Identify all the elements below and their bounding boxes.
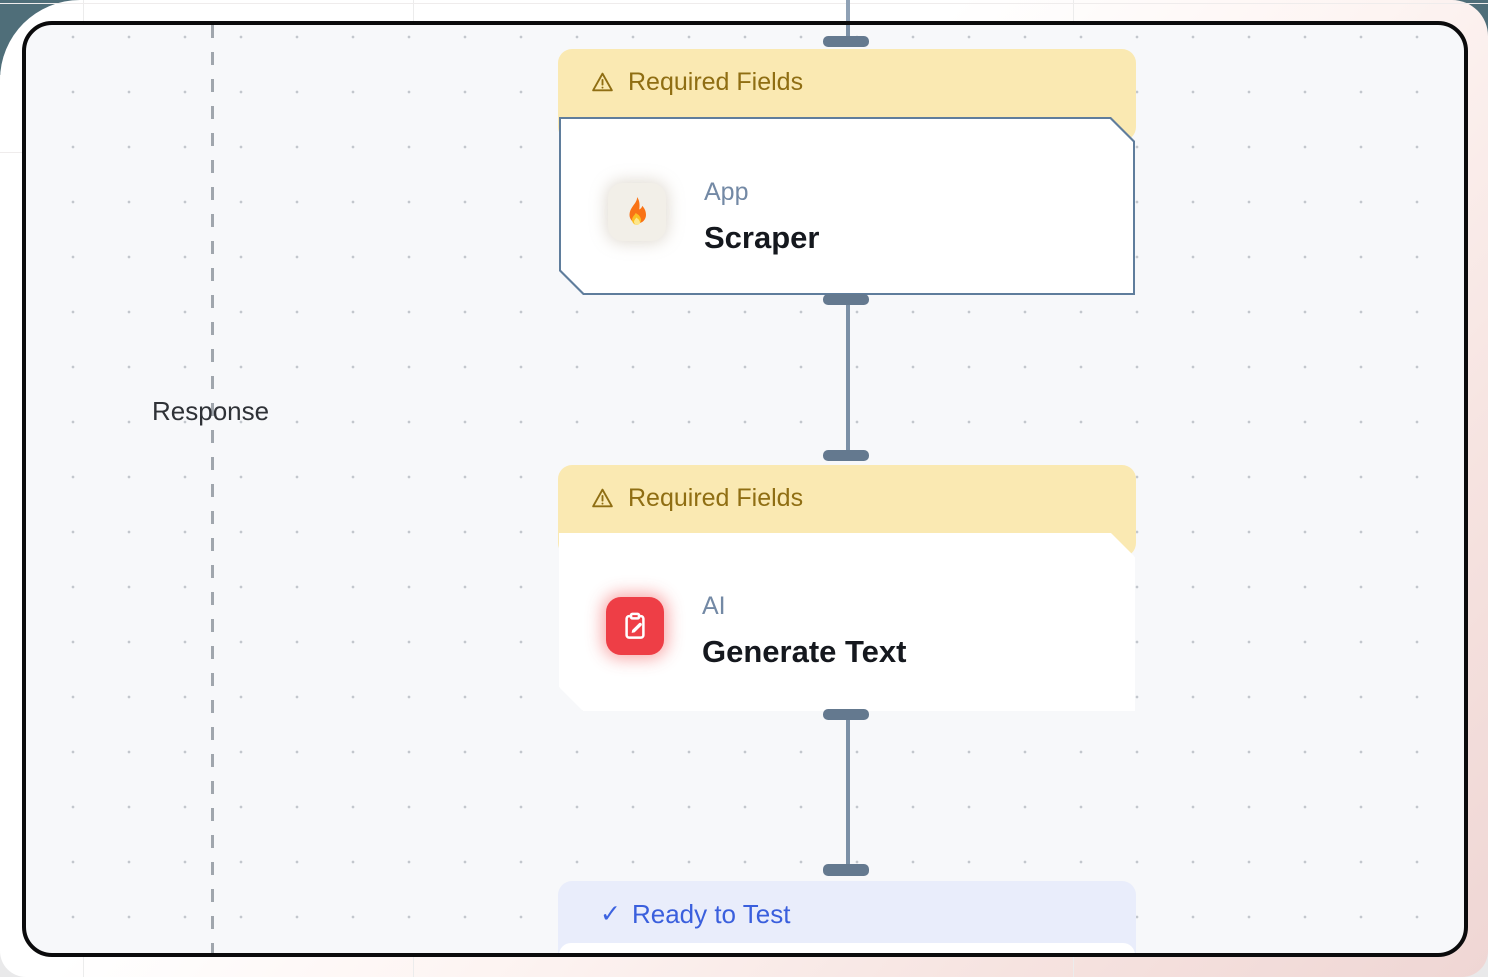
warning-icon xyxy=(592,72,613,92)
page-row-line xyxy=(0,3,1488,4)
dashed-guide-line xyxy=(211,25,214,953)
banner-label: Required Fields xyxy=(628,484,804,512)
edge-generate-text-to-next[interactable] xyxy=(846,720,850,864)
page-row-line xyxy=(0,152,24,153)
clipboard-edit-icon xyxy=(606,597,664,655)
node-ready[interactable]: ✓ Ready to Test xyxy=(558,881,1136,953)
connection-handle-scraper-top[interactable] xyxy=(823,36,869,47)
connection-handle-generate-text-bottom[interactable] xyxy=(823,709,869,720)
node-card-scraper[interactable]: App Scraper xyxy=(559,117,1135,295)
fire-icon xyxy=(608,183,666,241)
node-category-label: App xyxy=(704,178,749,206)
node-title: Generate Text xyxy=(702,634,907,669)
node-generate-text[interactable]: Required Fields AI xyxy=(558,465,1136,711)
banner-label: Ready to Test xyxy=(631,899,791,929)
connection-handle-scraper-bottom[interactable] xyxy=(823,294,869,305)
node-card-ready[interactable] xyxy=(559,943,1135,953)
banner-label: Required Fields xyxy=(628,68,804,96)
workflow-canvas[interactable]: Response Required Fields xyxy=(22,21,1468,957)
edge-scraper-to-generate-text[interactable] xyxy=(846,305,850,452)
incoming-edge-above-canvas xyxy=(846,0,850,22)
warning-icon xyxy=(592,488,613,508)
connection-handle-generate-text-top[interactable] xyxy=(823,450,869,461)
node-card-generate-text[interactable]: AI Generate Text xyxy=(559,533,1135,711)
response-label: Response xyxy=(152,396,270,426)
node-scraper[interactable]: Required Fields App xyxy=(558,49,1136,295)
node-category-label: AI xyxy=(702,592,726,620)
check-icon: ✓ xyxy=(600,900,621,928)
ready-to-test-banner[interactable]: ✓ Ready to Test xyxy=(558,881,1136,953)
edge-incoming[interactable] xyxy=(846,25,850,36)
connection-handle-next-top[interactable] xyxy=(823,864,869,876)
node-title: Scraper xyxy=(704,220,820,255)
